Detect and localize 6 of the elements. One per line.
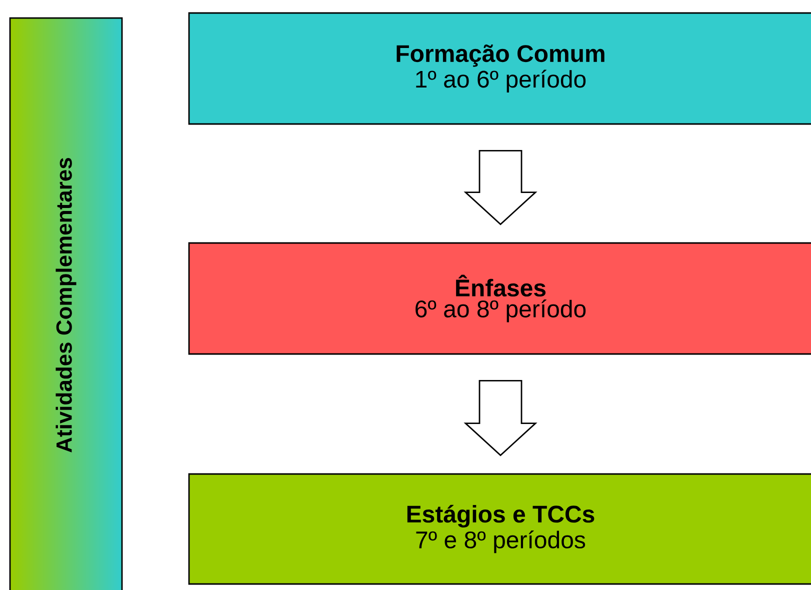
side-bar: Atividades Complementares	[9, 17, 123, 590]
stage-box: Ênfases 6º ao 8º período	[188, 242, 811, 355]
stage-box: Formação Comum 1º ao 6º período	[188, 12, 811, 125]
block-arrow	[464, 150, 538, 226]
block-arrow	[464, 380, 538, 456]
stage-box: Estágios e TCCs 7º e 8º períodos	[188, 473, 811, 585]
